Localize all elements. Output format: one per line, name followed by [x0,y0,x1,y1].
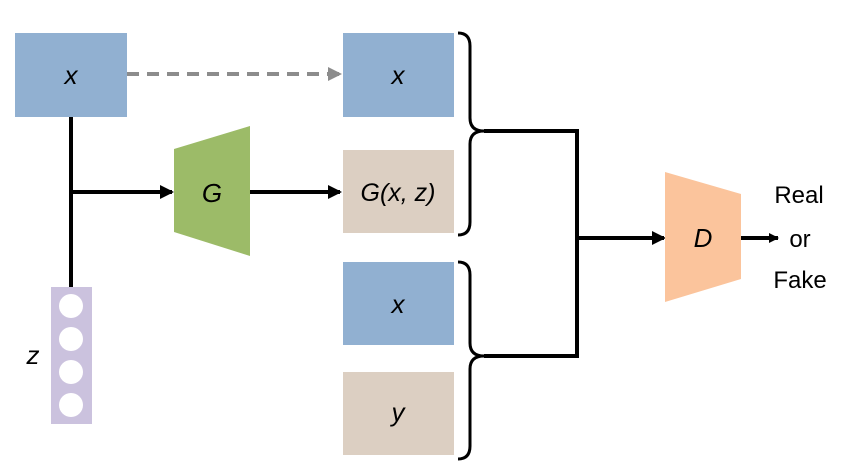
pair1-generated-label: G(x, z) [361,179,436,207]
noise-node [59,393,83,417]
output-label: Real or Fake [773,182,826,294]
noise-node [59,360,83,384]
merge-connector [484,129,579,358]
discriminator-block: D [665,172,741,302]
pair2-x-label: x [390,289,406,319]
pair2-y-rect [343,372,454,455]
input-x-box: x [15,33,127,117]
noise-vector [51,287,92,424]
pair2-x-rect [343,262,454,345]
generator-label: G [202,178,222,208]
output-line-real: Real [774,182,823,209]
output-line-or: or [789,226,810,253]
upper-brace [457,31,485,237]
noise-label: z [26,340,40,370]
pair1-generated-rect [343,150,454,233]
pair1-generated-box: G(x, z) [343,150,454,233]
generator-block: G [174,126,250,256]
noise-node [59,294,83,318]
discriminator-label: D [694,223,713,253]
pair2-x-box: x [343,262,454,345]
lower-brace [457,260,485,461]
pair1-real-x-label: x [390,60,406,90]
pair1-real-x-box: x [343,33,454,117]
pair2-y-box: y [343,372,454,455]
discriminator-shape [665,172,741,302]
input-x-rect [15,33,127,117]
output-line-fake: Fake [773,267,826,294]
pair1-real-x-rect [343,33,454,117]
pair2-y-label: y [390,397,407,427]
input-x-label: x [63,60,79,90]
noise-node [59,327,83,351]
generator-shape [174,126,250,256]
